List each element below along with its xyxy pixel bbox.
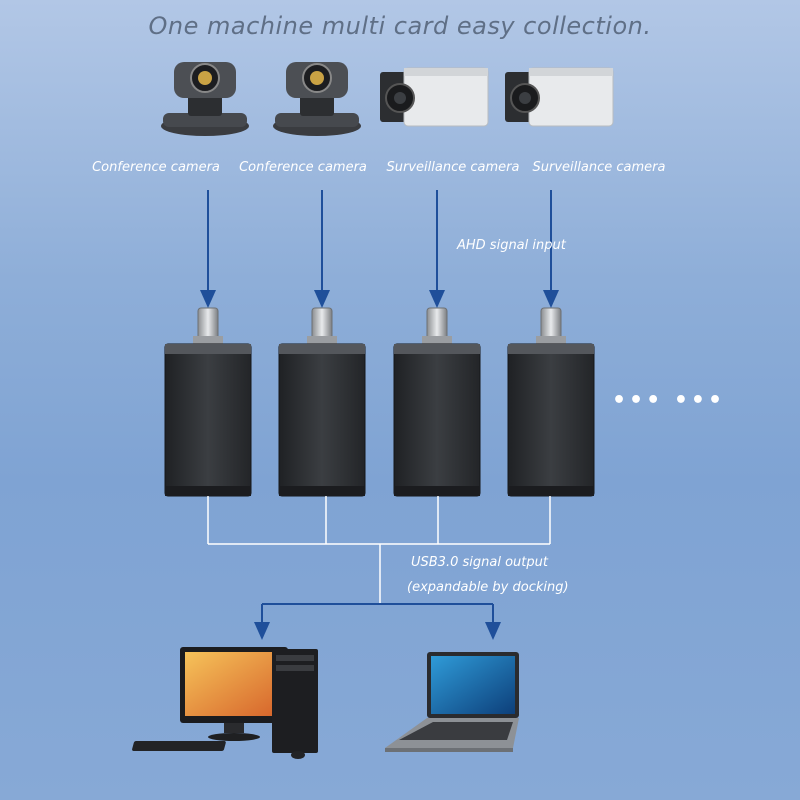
conference-camera-icon (273, 62, 361, 136)
capture-card (278, 307, 366, 497)
laptop-icon (385, 652, 519, 752)
desktop-computer-icon (132, 647, 318, 759)
conference-camera-icon (161, 62, 249, 136)
surveillance-camera-icon (505, 67, 614, 127)
camera-label-2: Conference camera (239, 160, 367, 175)
capture-card (393, 307, 481, 497)
page-title: One machine multi card easy collection. (148, 12, 652, 40)
usb-output-bus (207, 496, 551, 604)
ahd-signal-label: AHD signal input (457, 238, 566, 253)
output-arrows (254, 603, 501, 640)
camera-label-3: Surveillance camera (386, 160, 520, 175)
capture-card (507, 307, 595, 497)
more-cards-ellipsis: ••• ••• (612, 388, 726, 413)
usb-output-sublabel: (expandable by docking) (407, 580, 569, 595)
input-arrows (200, 190, 559, 308)
camera-label-4: Surveillance camera (532, 160, 666, 175)
capture-card (164, 307, 252, 497)
usb-output-label: USB3.0 signal output (411, 555, 548, 570)
camera-label-1: Conference camera (92, 160, 220, 175)
surveillance-camera-icon (380, 67, 489, 127)
